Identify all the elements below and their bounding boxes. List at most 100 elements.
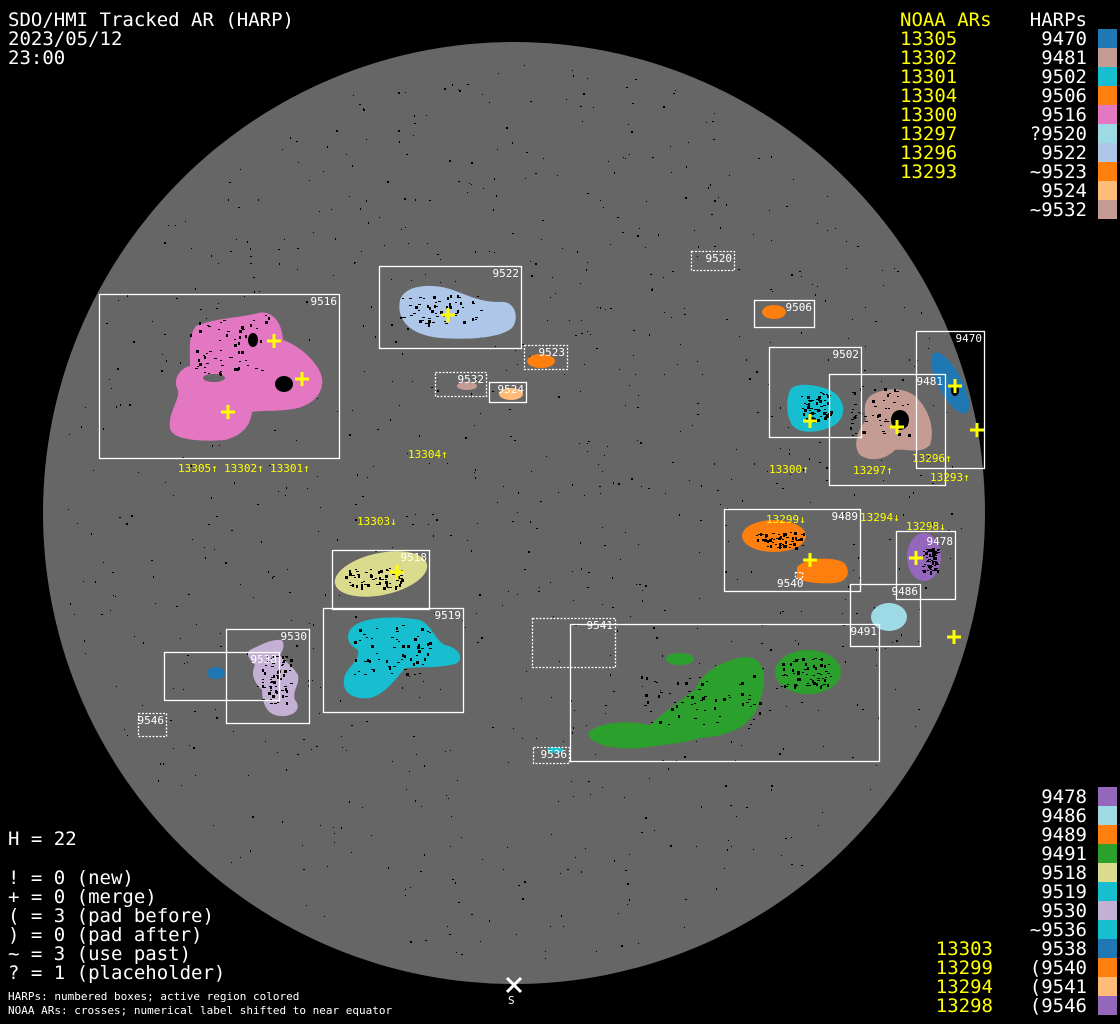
harp-legend-id: ?9520 (1030, 123, 1087, 145)
harp-legend-id: 9478 (1041, 786, 1087, 808)
noaa-cross-icon (909, 551, 923, 565)
harp-box-9491: 9491 (569, 623, 881, 763)
harp-box-label: 9506 (786, 301, 813, 314)
harp-box-9538: 9538 (163, 651, 281, 702)
harp-box-9540: 9540 (777, 571, 804, 590)
harp-legend-id: 9522 (1041, 142, 1087, 164)
harp-legend-id: 9519 (1041, 881, 1087, 903)
noaa-legend-id: 13301 (900, 66, 957, 88)
harp-box-9478: 9478 (895, 530, 957, 601)
noaa-label-13303: 13303↓ (357, 515, 397, 528)
harp-box-9481: 9481 (828, 373, 947, 487)
stats-block: H = 22 ! = 0 (new)+ = 0 (merge)( = 3 (pa… (8, 828, 225, 984)
title: SDO/HMI Tracked AR (HARP) (8, 9, 294, 31)
harp-box-label: 9541 (587, 619, 614, 632)
harp-box-9502: 9502 (768, 346, 863, 439)
harp-color-swatch (1098, 181, 1117, 200)
stat-line: + = 0 (merge) (8, 886, 157, 908)
noaa-label-13293: 13293↑ (930, 471, 970, 484)
harp-legend-id: 9516 (1041, 104, 1087, 126)
harp-box-label: 9486 (892, 585, 919, 598)
noaa-cross-icon (948, 379, 962, 393)
noaa-cross-icon (441, 308, 455, 322)
h-count: H = 22 (8, 828, 77, 850)
noaa-label-13305: 13305↑ (178, 462, 218, 475)
solar-disk (43, 42, 985, 984)
region-9519 (343, 617, 461, 699)
stat-line: ~ = 3 (use past) (8, 943, 191, 965)
noaa-label-13304: 13304↑ (408, 448, 448, 461)
harp-box-label: 9489 (832, 510, 859, 523)
harp-legend-id: 9538 (1041, 938, 1087, 960)
harp-color-swatch (1098, 200, 1117, 219)
legend-top: 94709481950295069516?95209522~95239524~9… (900, 28, 1117, 221)
harp-legend-id: 9518 (1041, 862, 1087, 884)
harp-color-swatch (1098, 29, 1117, 48)
harp-color-swatch (1098, 825, 1117, 844)
harp-box-label: 9538 (251, 653, 278, 666)
south-pole-marker: S (505, 976, 523, 1007)
noaa-label-13301: 13301↑ (270, 462, 310, 475)
stat-line: ) = 0 (pad after) (8, 924, 202, 946)
harp-box-label: 9516 (311, 295, 338, 308)
harp-box-label: 9540 (777, 577, 804, 590)
region-9491 (588, 650, 841, 749)
harp-box-9523: 9523 (523, 344, 569, 371)
noaa-legend-id: 13296 (900, 142, 957, 164)
noaa-legend-id: 13294 (936, 976, 993, 998)
region-9532 (457, 382, 477, 390)
noaa-legend-id: 13293 (900, 161, 957, 183)
harp-color-swatch (1098, 67, 1117, 86)
harp-legend-id: 9530 (1041, 900, 1087, 922)
region-9524 (499, 388, 523, 400)
noaa-cross-icon (267, 334, 281, 348)
noaa-legend-id: 13302 (900, 47, 957, 69)
harp-legend-id: (9541 (1030, 976, 1087, 998)
harp-box-label: 9522 (493, 267, 520, 280)
region-9506 (762, 305, 786, 319)
harp-box-label: 9502 (833, 348, 860, 361)
noaa-label-13302: 13302↑ (224, 462, 264, 475)
noaa-cross-icon (970, 423, 984, 437)
harp-box-label: 9532 (458, 373, 485, 386)
noaa-cross-icon (295, 372, 309, 386)
noaa-label-13296: 13296↑ (912, 452, 952, 465)
harp-box-9532: 9532 (434, 371, 488, 398)
stat-line: ? = 1 (placeholder) (8, 962, 225, 984)
harp-legend-id: ~9532 (1030, 199, 1087, 221)
noaa-cross-icon (221, 405, 235, 419)
harp-color-swatch (1098, 143, 1117, 162)
region-9478 (907, 533, 941, 581)
harp-box-label: 9470 (956, 332, 983, 345)
noaa-legend-id: 13297 (900, 123, 957, 145)
harp-box-label: 9530 (281, 630, 308, 643)
harp-box-9536: 9536 (532, 746, 571, 765)
harp-box-9516: 9516 (98, 293, 341, 460)
harp-color-swatch (1098, 86, 1117, 105)
noaa-label-13299: 13299↓ (766, 513, 806, 526)
harp-color-swatch (1098, 787, 1117, 806)
footnote-noaa: NOAA ARs: crosses; numerical label shift… (8, 1004, 392, 1017)
date: 2023/05/12 (8, 28, 122, 50)
harp-legend-id: ~9536 (1030, 919, 1087, 941)
harp-color-swatch (1098, 105, 1117, 124)
harp-legend-id: 9489 (1041, 824, 1087, 846)
harp-legend-id: 9506 (1041, 85, 1087, 107)
harp-legend-id: 9524 (1041, 180, 1087, 202)
noaa-cross-icon (947, 630, 961, 644)
footnote-harps: HARPs: numbered boxes; active region col… (8, 990, 299, 1003)
header: SDO/HMI Tracked AR (HARP) 2023/05/12 23:… (8, 9, 294, 69)
noaa-cross-icon (890, 420, 904, 434)
harp-box-label: 9520 (706, 252, 733, 265)
south-label: S (508, 994, 515, 1007)
harp-box-9489: 9489 (723, 508, 862, 593)
noaa-cross-icon (390, 565, 404, 579)
harp-legend-id: ~9523 (1030, 161, 1087, 183)
noaa-legend-id: 13304 (900, 85, 957, 107)
region-9538 (207, 667, 225, 679)
harp-color-swatch (1098, 977, 1117, 996)
harp-box-9520: 9520 (690, 250, 736, 272)
noaa-label-13294: 13294↓ (860, 511, 900, 524)
harp-color-swatch (1098, 806, 1117, 825)
